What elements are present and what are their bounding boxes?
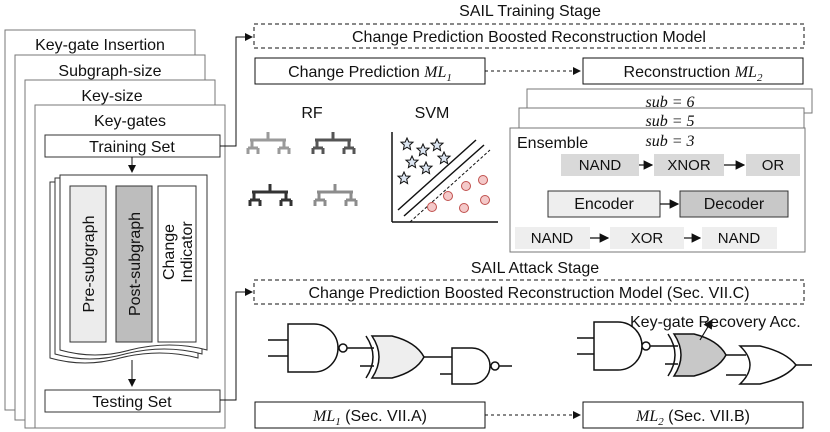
change-indicator-line1: Change — [161, 224, 178, 280]
svm-label: SVM — [415, 105, 450, 122]
attack-model-box — [253, 279, 805, 305]
right-circuit-icon — [577, 321, 812, 385]
ensemble-xnor-gate — [654, 154, 724, 176]
ensemble-row3-xor — [610, 227, 684, 249]
attack-model-label: Change Prediction Boosted Reconstruction… — [308, 285, 749, 302]
attack-ml2-box — [582, 401, 804, 429]
attack-ml2-label: ML2 (Sec. VII.B) — [635, 408, 750, 428]
sub-5-label: sub = 5 — [645, 113, 694, 130]
svm-plot-icon — [391, 132, 498, 223]
post-subgraph-label: Post-subgraph — [127, 212, 144, 316]
ensemble-row3-nand2-label: NAND — [718, 230, 761, 247]
card-key-gate-insertion: Key-gate Insertion — [35, 37, 165, 54]
training-set-label: Training Set — [89, 139, 175, 156]
change-indicator-line2: Indicator — [179, 221, 196, 283]
ensemble-or-label: OR — [762, 157, 785, 174]
arrow-to-training-stage — [220, 33, 253, 147]
card-key-size: Key-size — [81, 88, 142, 105]
ensemble-label: Ensemble — [517, 135, 588, 152]
testing-set-box — [44, 389, 221, 413]
rf-label: RF — [301, 105, 323, 122]
card-key-gates: Key-gates — [94, 113, 166, 130]
change-indicator-bar — [157, 185, 197, 343]
card-subgraph-size: Subgraph-size — [58, 63, 161, 80]
attack-ml1-label: ML1 (Sec. VII.A) — [312, 408, 427, 428]
post-subgraph-bar — [115, 185, 153, 343]
pre-subgraph-bar — [69, 185, 107, 343]
arrow-to-attack-stage — [220, 288, 253, 401]
ensemble-nand-label: NAND — [579, 157, 622, 174]
change-prediction-ml1-label: Change Prediction ML1 — [288, 64, 452, 84]
ensemble-row3-nand2 — [702, 227, 777, 249]
change-prediction-ml1-box — [254, 57, 486, 85]
sub-3-label: sub = 3 — [645, 133, 694, 150]
recovery-arrow — [699, 318, 713, 341]
ensemble-nand-gate — [561, 154, 639, 176]
left-circuit-icon — [268, 323, 512, 385]
random-forest-icon — [246, 132, 358, 206]
reconstruction-ml2-label: Reconstruction ML2 — [624, 64, 763, 84]
ensemble-row3-xor-label: XOR — [631, 230, 664, 247]
decoder-box — [679, 190, 789, 218]
pre-subgraph-label: Pre-subgraph — [81, 216, 98, 313]
ensemble-row3-nand1-label: NAND — [531, 230, 574, 247]
attack-ml1-box — [254, 401, 486, 429]
training-model-label: Change Prediction Boosted Reconstruction… — [352, 29, 706, 46]
ensemble-row3-nand1 — [515, 227, 590, 249]
attack-stage-title: SAIL Attack Stage — [471, 260, 599, 277]
reconstruction-ml2-box — [582, 57, 804, 85]
testing-set-label: Testing Set — [92, 394, 172, 411]
sub-6-label: sub = 6 — [645, 94, 694, 111]
ensemble-xnor-label: XNOR — [667, 157, 711, 174]
encoder-label: Encoder — [574, 196, 634, 213]
training-stage-title: SAIL Training Stage — [459, 3, 601, 20]
key-gate-recovery-label: Key-gate Recovery Acc. — [630, 314, 801, 331]
ensemble-or-gate — [746, 154, 800, 176]
decoder-label: Decoder — [704, 196, 765, 213]
training-model-box — [253, 23, 805, 49]
